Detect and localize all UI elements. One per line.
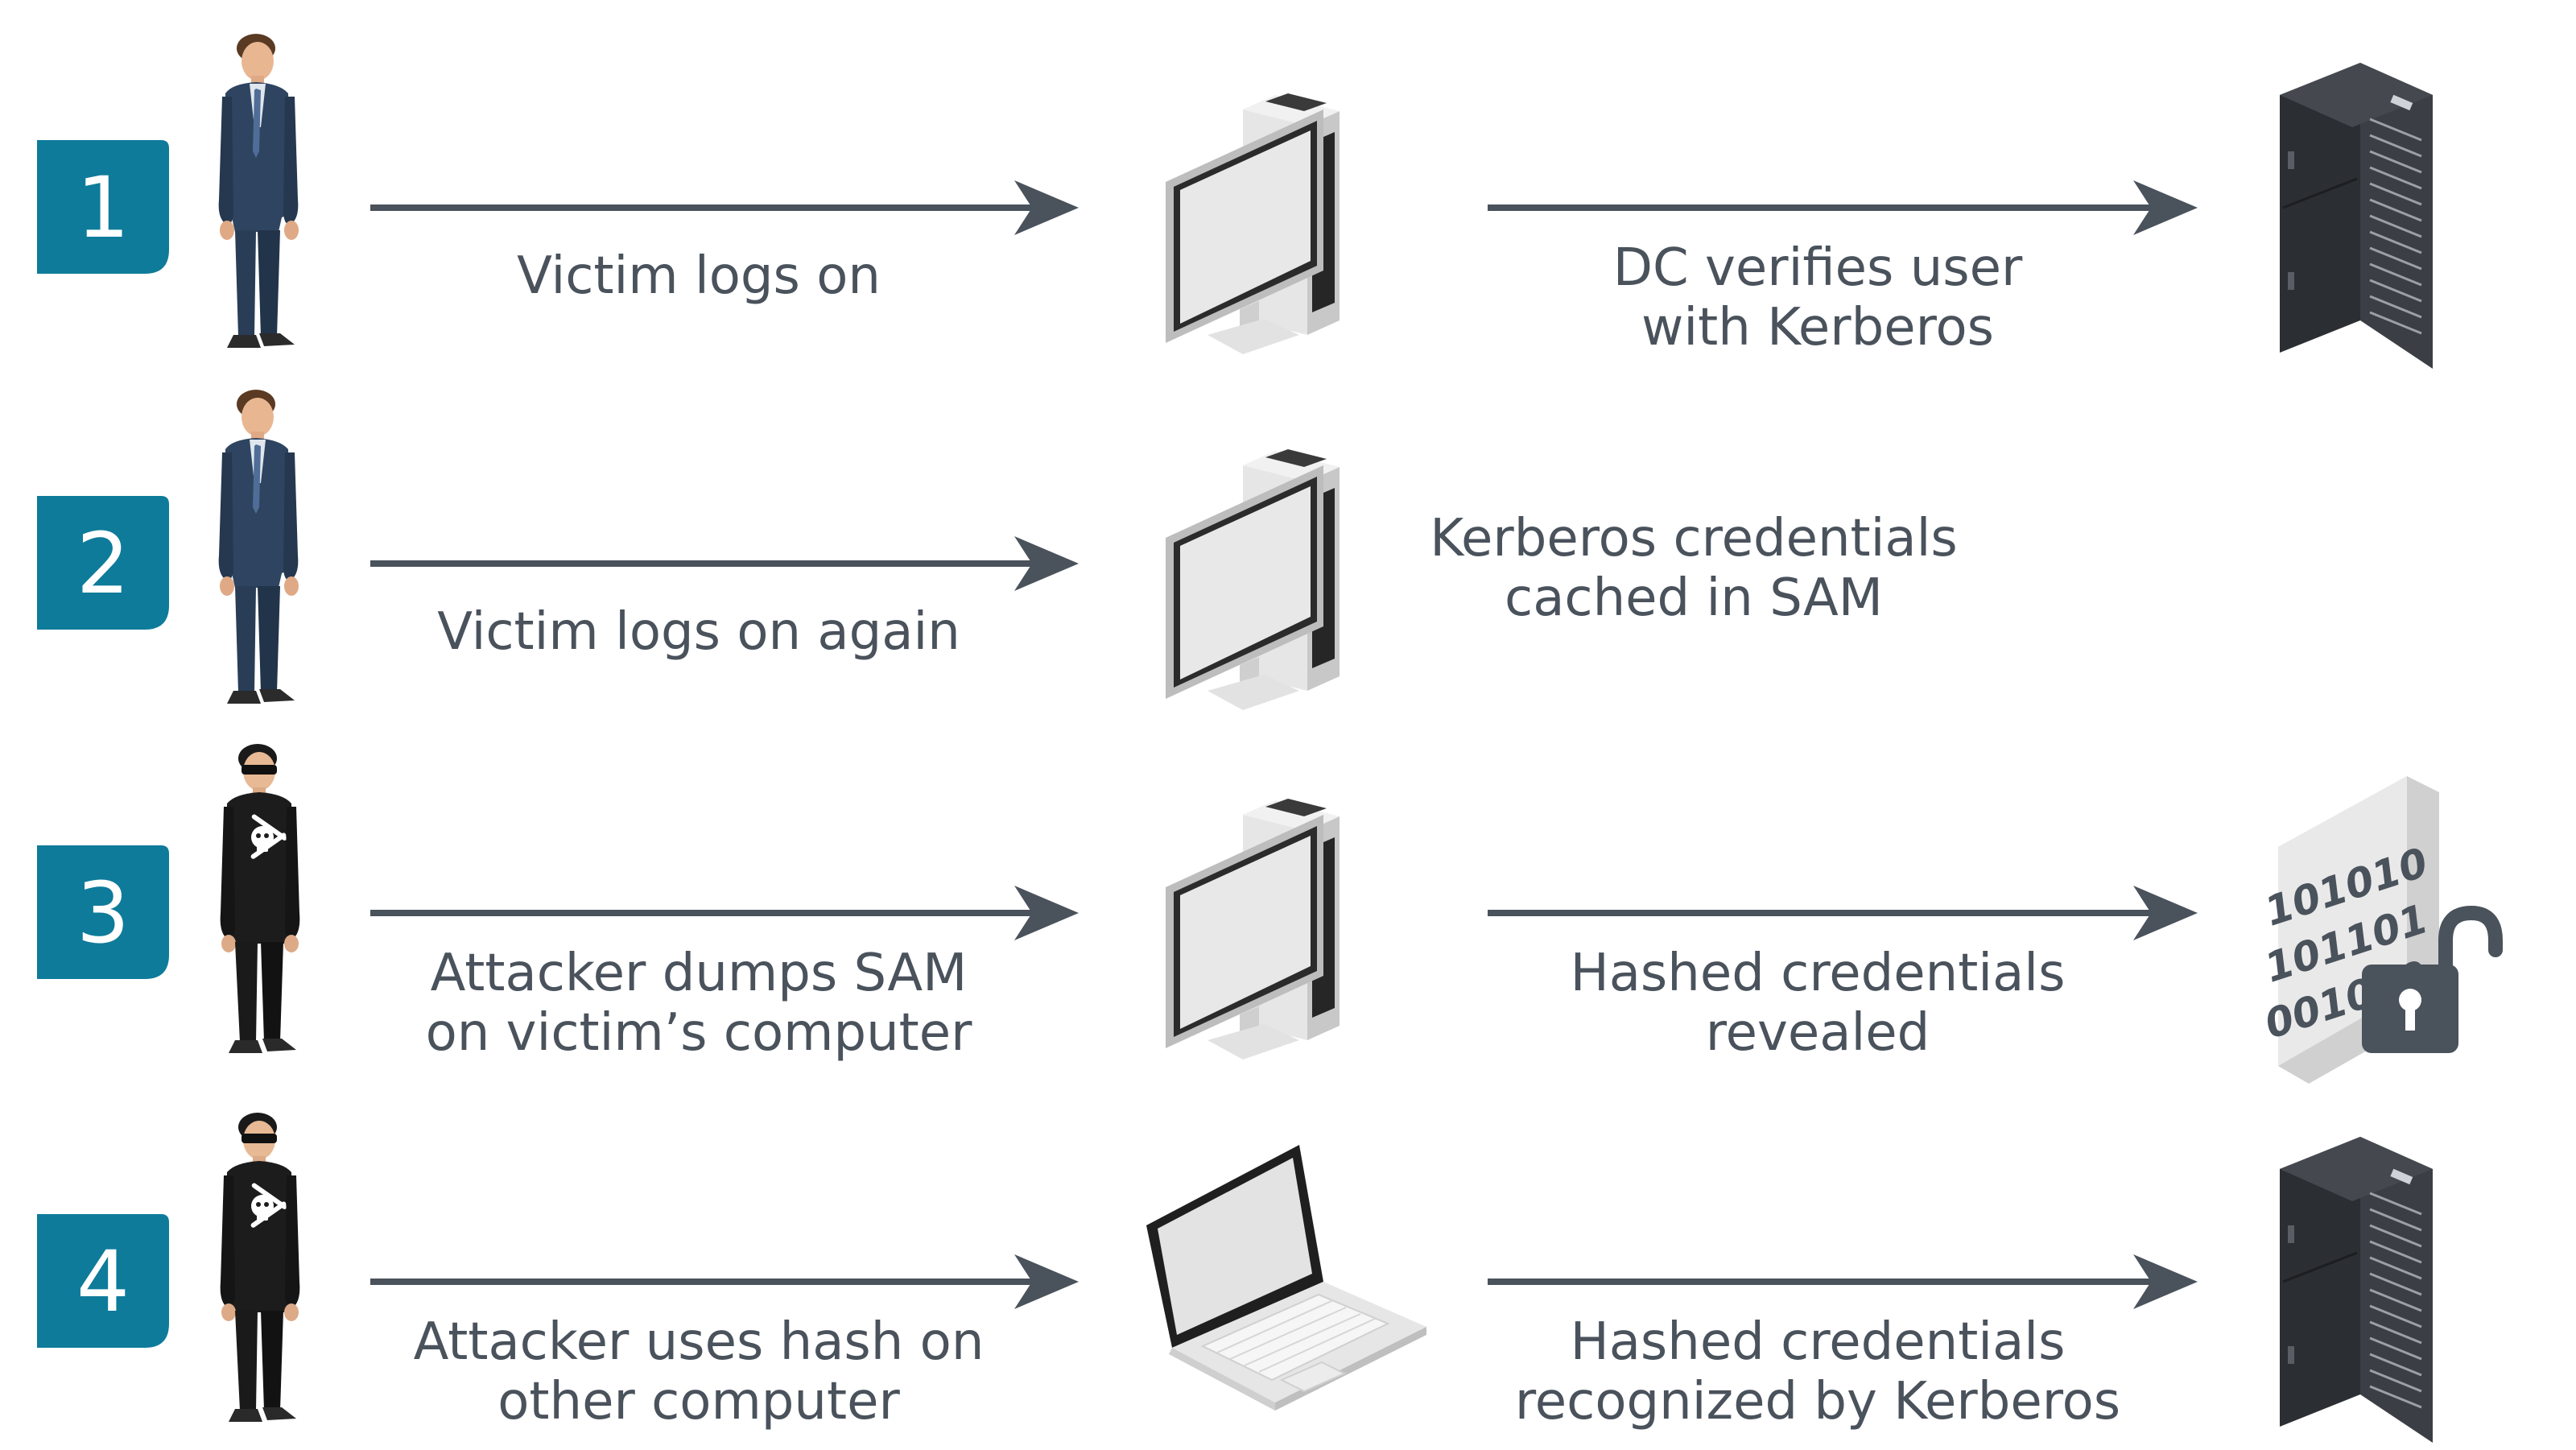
server-rack-icon [2278,61,2434,370]
server-rack-icon [2278,1135,2434,1444]
arrow-label-actor-line: Victim logs on again [437,602,960,662]
arrow-label-result-line: revealed [1706,1003,1930,1063]
step-number: 4 [76,1233,130,1331]
arrow-to-device [370,180,1079,235]
arrow-to-device [370,1254,1079,1309]
arrow-label-result-line: recognized by Kerberos [1515,1372,2120,1431]
arrow-label-actor-line: Attacker uses hash on [414,1312,985,1372]
arrow-label-actor-line: other computer [497,1372,900,1431]
arrow-label-result-line: Hashed credentials [1571,1312,2066,1372]
step-number-badge: 4 [37,1214,169,1348]
desktop-computer-icon [1166,449,1340,710]
step-number-badge: 3 [37,845,169,979]
step-number: 3 [76,864,130,962]
victim-person-icon [218,34,299,348]
victim-person-icon [218,390,299,704]
step-number-badge: 1 [37,140,169,274]
arrow-to-target [1488,1254,2198,1309]
arrow-label-result-line: Hashed credentials [1571,944,2066,1003]
desktop-computer-icon [1166,93,1340,354]
step-number: 1 [76,159,130,257]
arrow-label-actor-line: on victim’s computer [426,1003,973,1063]
attacker-person-icon [220,744,300,1053]
arrow-label-result-line: with Kerberos [1641,298,1994,357]
arrow-to-target [1488,180,2198,235]
device-note-label-line: Kerberos credentials [1430,509,1957,568]
attacker-person-icon [220,1113,300,1422]
device-note-label-line: cached in SAM [1505,568,1883,628]
arrow-label-actor: Victim logs on again [437,602,960,662]
arrow-to-device [370,536,1079,591]
arrow-label-actor-line: Victim logs on [517,246,881,306]
arrow-label-actor: Victim logs on [517,246,881,306]
arrow-label-result-line: DC verifies user [1613,238,2023,298]
laptop-computer-icon [1146,1144,1427,1411]
step-number-badge: 2 [37,496,169,630]
desktop-computer-icon [1166,799,1340,1060]
arrow-to-target [1488,886,2198,940]
arrow-label-actor-line: Attacker dumps SAM [431,944,968,1003]
step-number: 2 [76,514,130,613]
arrow-to-device [370,886,1079,940]
